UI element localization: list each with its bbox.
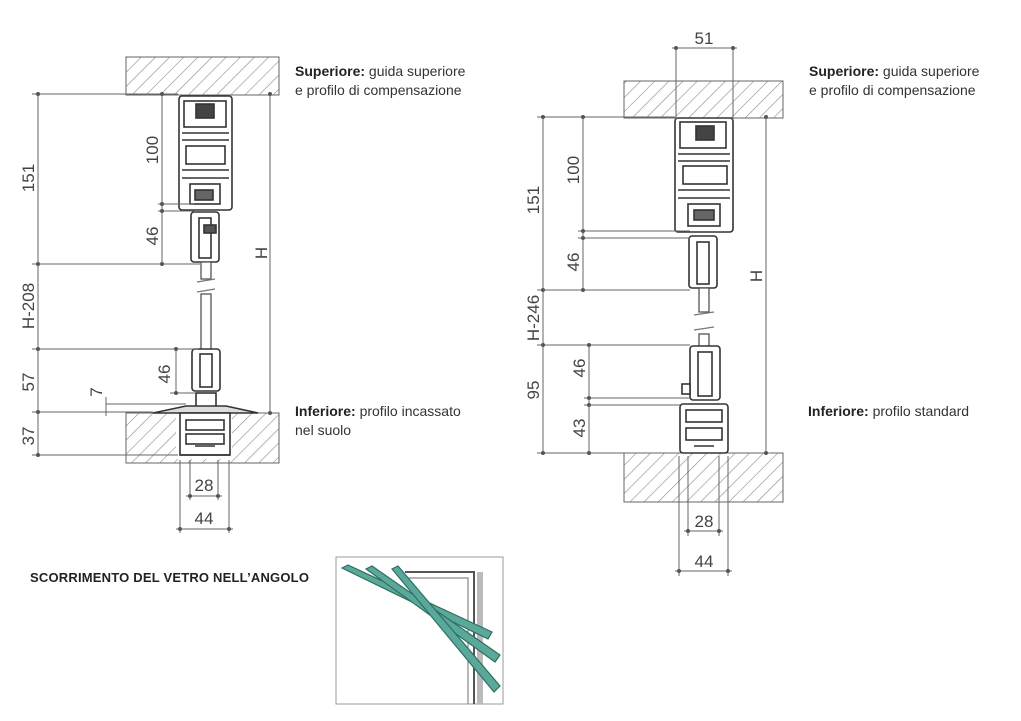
right-dim-h: H <box>747 270 766 282</box>
right-dim-51: 51 <box>695 29 714 48</box>
left-detail: 151 H-208 57 37 100 46 46 7 H 28 44 <box>19 56 280 533</box>
left-dim-28: 28 <box>195 476 214 495</box>
right-top-note: Superiore: guida superiore e profilo di … <box>809 62 979 100</box>
left-dim-57: 57 <box>19 373 38 392</box>
corner-diagram <box>335 556 504 705</box>
left-dim-46-top: 46 <box>143 227 162 246</box>
left-dim-37: 37 <box>19 427 38 446</box>
left-dimension-lines <box>32 93 271 533</box>
right-dim-43: 43 <box>570 419 589 438</box>
left-top-note-label: Superiore: <box>295 63 366 79</box>
left-dim-h: H <box>252 247 271 259</box>
right-bottom-note-label: Inferiore: <box>808 403 869 419</box>
right-glass <box>693 287 715 357</box>
left-top-note-line2: e profilo di compensazione <box>295 82 462 98</box>
right-ceiling <box>623 80 784 119</box>
right-bottom-note: Inferiore: profilo standard <box>808 402 969 421</box>
left-bottom-note: Inferiore: profilo incassato nel suolo <box>295 402 461 440</box>
right-dimension-ticks <box>541 46 768 573</box>
right-dim-28: 28 <box>695 512 714 531</box>
left-top-note-line1: guida superiore <box>365 63 466 79</box>
left-dim-100: 100 <box>143 136 162 164</box>
left-top-clamp <box>190 211 220 263</box>
left-dim-46-bottom: 46 <box>155 365 174 384</box>
left-bottom-note-line1: profilo incassato <box>355 403 461 419</box>
right-dim-h246: H-246 <box>524 295 543 341</box>
right-dim-46-top: 46 <box>564 253 583 272</box>
left-top-track <box>178 95 233 211</box>
left-bottom-profile <box>152 348 259 456</box>
right-bottom-profile <box>679 345 729 454</box>
right-dim-100: 100 <box>564 156 583 184</box>
right-top-clamp <box>688 235 718 289</box>
left-dim-h208: H-208 <box>19 283 38 329</box>
right-dim-44: 44 <box>695 552 714 571</box>
right-top-note-line1: guida superiore <box>879 63 980 79</box>
left-dimension-ticks <box>36 92 272 531</box>
glass-panels <box>340 564 501 693</box>
corner-heading: SCORRIMENTO DEL VETRO NELL’ANGOLO <box>30 570 310 585</box>
left-glass <box>196 261 216 357</box>
right-bottom-note-line1: profilo standard <box>868 403 970 419</box>
right-dimension-lines <box>537 46 767 576</box>
right-dim-46-bottom: 46 <box>570 359 589 378</box>
right-detail: 51 151 H-246 95 100 46 46 43 H 28 44 <box>524 29 784 576</box>
right-dim-151: 151 <box>524 186 543 214</box>
left-ceiling <box>125 56 280 96</box>
right-top-track <box>674 117 734 233</box>
left-dim-7: 7 <box>87 387 106 396</box>
left-dim-151: 151 <box>19 164 38 192</box>
right-top-note-line2: e profilo di compensazione <box>809 82 976 98</box>
left-bottom-note-label: Inferiore: <box>295 403 356 419</box>
right-floor <box>623 452 784 503</box>
left-dim-44: 44 <box>195 509 214 528</box>
right-top-note-label: Superiore: <box>809 63 880 79</box>
left-top-note: Superiore: guida superiore e profilo di … <box>295 62 465 100</box>
right-dim-95: 95 <box>524 381 543 400</box>
left-bottom-note-line2: nel suolo <box>295 422 352 438</box>
